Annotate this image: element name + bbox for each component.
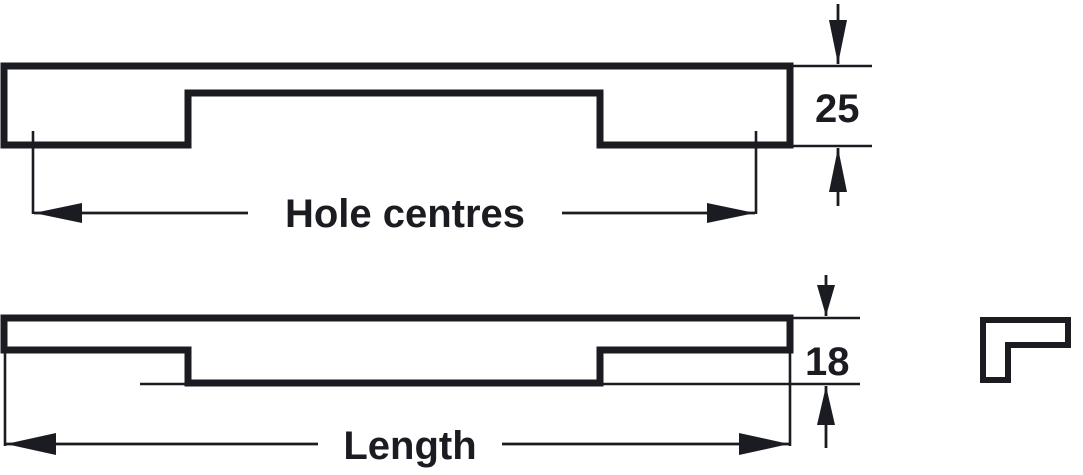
hole-centres-label: Hole centres <box>285 192 525 236</box>
hole-centres-arrow-left-icon <box>34 203 82 223</box>
hole-centres-extension-lines <box>31 131 758 214</box>
hole-centres-dimension: Hole centres <box>34 192 755 236</box>
height-18-value: 18 <box>805 340 850 384</box>
height-18-arrow-up-icon <box>817 386 835 425</box>
section-profile-group <box>980 317 1071 383</box>
bottom-handle-outline-group <box>0 314 794 387</box>
bottom-handle-outline <box>0 314 794 387</box>
top-handle-outline-group <box>0 62 794 149</box>
height-18-arrow-down-icon <box>817 285 835 316</box>
length-dimension: Length <box>6 424 789 468</box>
hole-centres-arrow-right-icon <box>707 203 755 223</box>
height-25-value: 25 <box>815 87 860 131</box>
length-arrow-left-icon <box>6 433 56 455</box>
top-handle-outline <box>0 62 794 149</box>
height-25-arrow-down-icon <box>829 20 847 64</box>
length-arrow-right-icon <box>739 433 789 455</box>
length-extension-lines <box>3 352 792 446</box>
length-label: Length <box>343 424 476 468</box>
height-25-arrow-up-icon <box>829 148 847 192</box>
l-section-profile-outline <box>980 317 1071 383</box>
height-25-dimension: 25 <box>793 4 872 206</box>
height-18-dimension: 18 <box>140 275 860 448</box>
